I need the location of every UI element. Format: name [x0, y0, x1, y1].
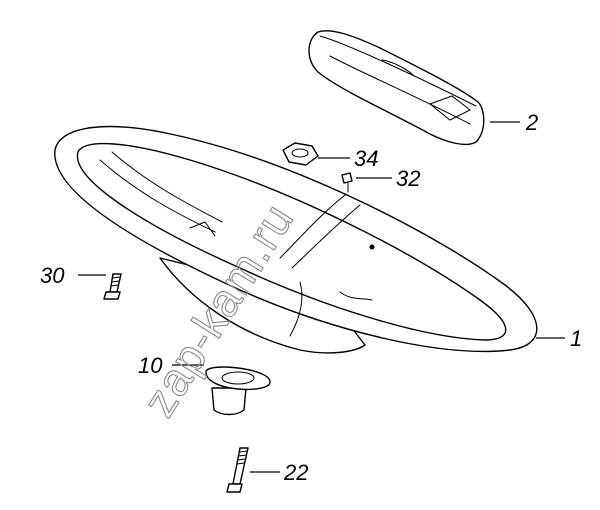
long-bolt-head [226, 483, 243, 493]
short-screw-part [103, 273, 122, 300]
small-screw-head [341, 172, 353, 184]
steering-wheel-part [54, 125, 538, 354]
hex-nut-body [282, 142, 319, 166]
callout-hex-nut: 34 [354, 146, 378, 171]
callout-small-screw: 32 [396, 166, 420, 191]
short-screw-head [103, 291, 121, 300]
hub-bushing-flange [205, 366, 271, 391]
callout-long-bolt: 22 [283, 460, 308, 485]
hub-bushing-part [205, 366, 271, 416]
hex-nut-part [282, 142, 319, 166]
long-bolt-part [226, 447, 249, 493]
callout-hub-bushing: 10 [138, 353, 163, 378]
long-bolt-shank [232, 447, 249, 485]
steering-wheel-rim-inner [76, 142, 507, 341]
hub-bushing-shank [211, 387, 247, 416]
short-screw-thread [110, 276, 121, 287]
steering-wheel-spoke-left [99, 151, 223, 233]
horn-cover-recess [381, 59, 471, 121]
hex-nut-hole [291, 148, 309, 158]
steering-wheel-hub [159, 257, 366, 354]
callout-horn-cover: 2 [525, 110, 538, 135]
callout-short-screw: 30 [40, 263, 65, 288]
steering-wheel-spoke-lower [289, 281, 303, 337]
steering-wheel-crease [189, 221, 373, 301]
steering-wheel-spoke-right [279, 194, 361, 269]
long-bolt-thread [236, 450, 248, 465]
hub-bushing-bore [221, 371, 255, 385]
callout-steering-wheel: 1 [570, 326, 582, 351]
hub-hole [369, 244, 375, 250]
horn-cover-top-face [319, 35, 477, 125]
small-screw-part [341, 172, 353, 193]
horn-cover-part [308, 30, 485, 146]
